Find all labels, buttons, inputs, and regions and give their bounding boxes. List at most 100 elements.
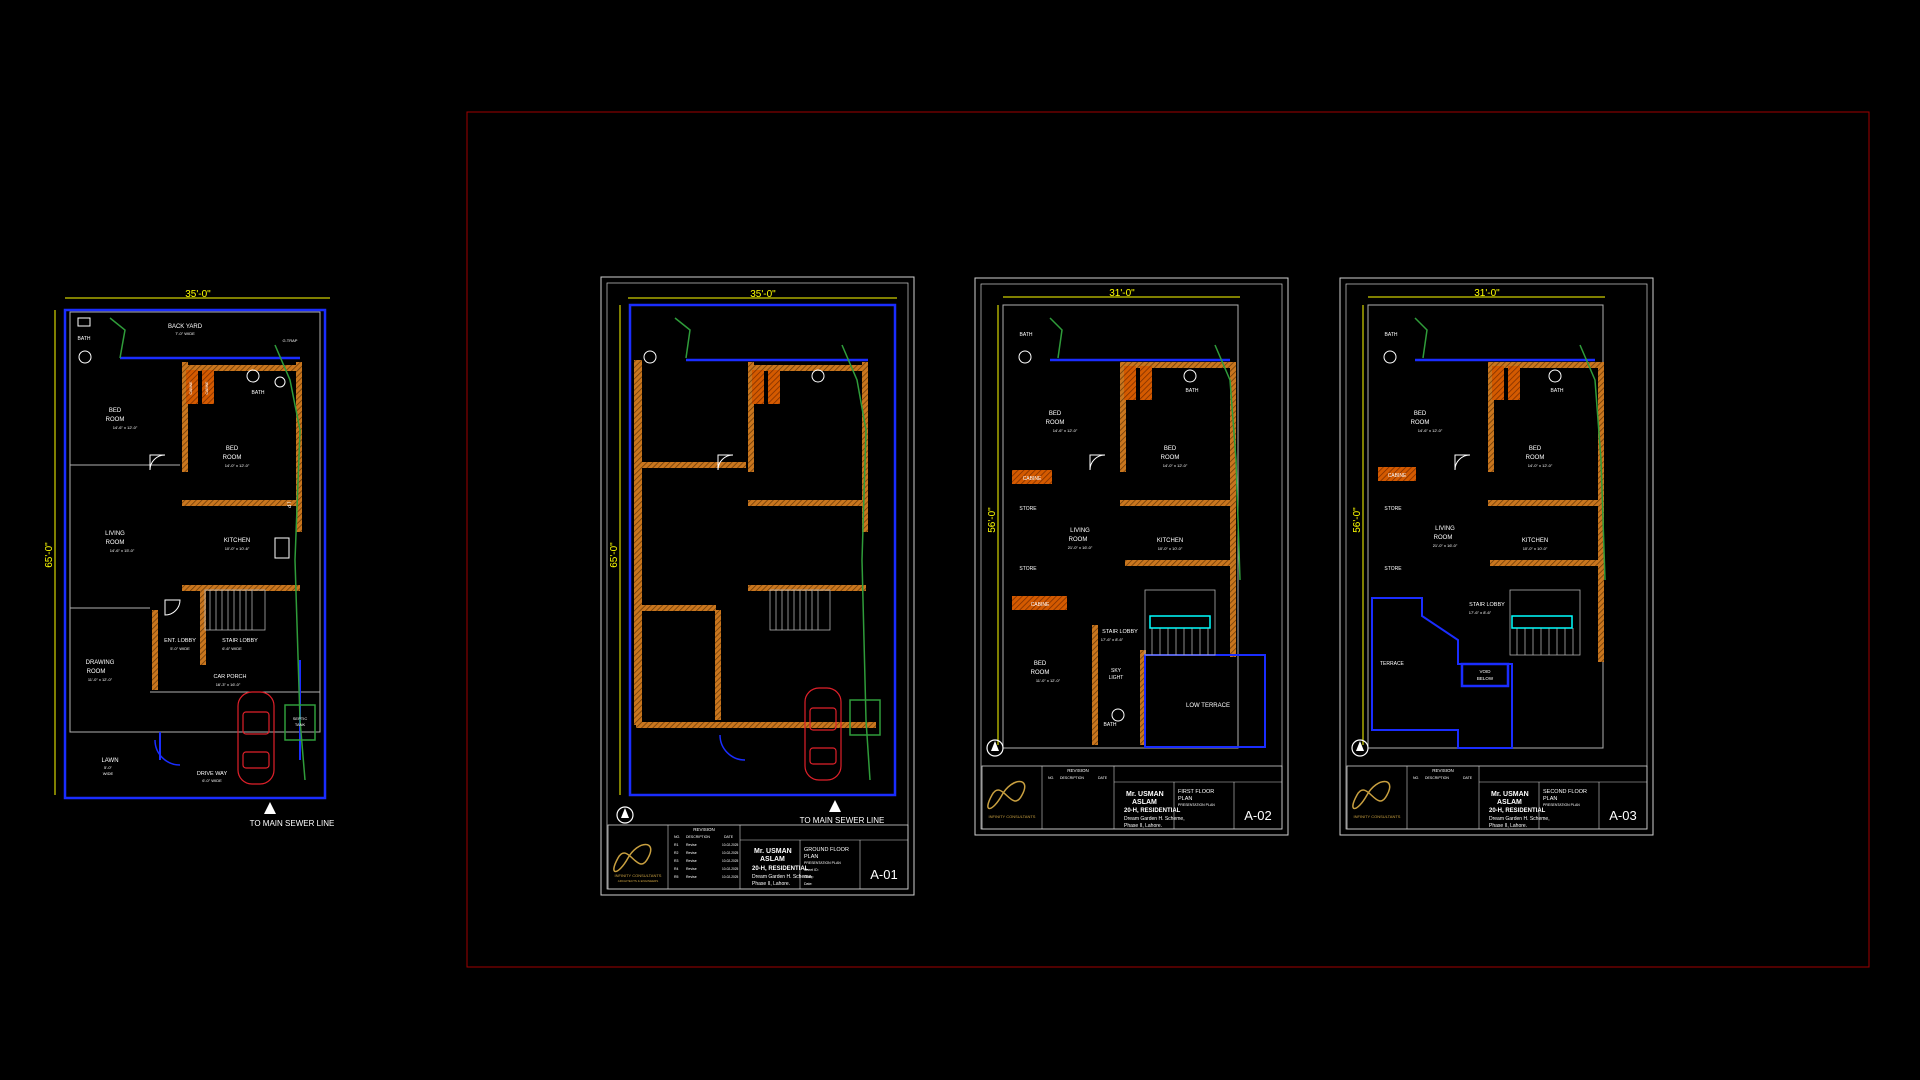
plan-subtitle: PRESENTATION PLAN: [804, 861, 841, 865]
room-label-terrace: TERRACE: [1380, 661, 1405, 667]
firm-name: INFINITY CONSULTANTS: [1354, 814, 1401, 819]
room-label-cabine: CABINE: [205, 381, 209, 395]
cabine-block: [202, 370, 214, 404]
room-label-car-porch: CAR PORCH: [213, 674, 246, 680]
room-label-bath: BATH: [252, 390, 265, 396]
firm-logo: [987, 780, 1026, 810]
door-swing: [1089, 454, 1106, 471]
plumbing-line: [1049, 317, 1241, 581]
wall: [1092, 625, 1098, 745]
kitchen-sink: [274, 537, 290, 559]
plumbing-line: [1414, 317, 1606, 581]
gully-trap-label: G.TRAP: [283, 338, 298, 343]
room-label-living: LIVING: [1070, 528, 1090, 534]
wc-fixture: [77, 317, 91, 327]
room-label-drive-way: DRIVE WAY: [197, 771, 228, 777]
depth-dimension: 65'-0": [609, 542, 620, 568]
revision-row-date: 10-02-2025: [722, 859, 739, 863]
door-swing: [717, 454, 734, 471]
door-swing: [149, 454, 166, 471]
room-size: 7'-0" WIDE: [175, 331, 195, 336]
sheet-a03[interactable]: 31'-0" 56'-0" BED ROOM 14'-6" x 12'-0": [1339, 277, 1654, 836]
plumbing-line: [109, 317, 306, 781]
stair-symbol: [1144, 589, 1216, 656]
wall: [748, 365, 868, 371]
revision-header: DESCRIPTION: [1425, 776, 1449, 780]
wall: [1120, 362, 1235, 368]
room-size: 21'-0" x 16'-0": [1433, 543, 1458, 548]
room-label-kitchen: KITCHEN: [1522, 538, 1548, 544]
north-arrow-icon: [1351, 739, 1369, 757]
wall: [1125, 560, 1235, 566]
revision-row: R2: [674, 851, 679, 855]
wall: [1598, 362, 1604, 662]
wall: [152, 610, 158, 690]
room-label-bed: ROOM: [223, 455, 242, 461]
room-label-sky-light: LIGHT: [1109, 675, 1124, 681]
revision-header: NO.: [1413, 776, 1419, 780]
room-label-kitchen: KITCHEN: [1157, 538, 1183, 544]
room-size: 17'-6" x 8'-6": [1469, 610, 1492, 615]
room-label-store: STORE: [1019, 506, 1037, 512]
room-label-sky-light: SKY: [1111, 668, 1122, 674]
loose-ground-floor-plan[interactable]: 35'-0" 65'-0" SEPTIC TANK: [44, 289, 334, 828]
plot-boundary: [63, 308, 327, 800]
sheet-number: A-02: [1244, 808, 1271, 823]
room-label-bath: BATH: [1104, 722, 1117, 728]
client-name: Mr. USMAN: [1126, 791, 1164, 798]
door-swing: [1454, 454, 1471, 471]
plan-title: PLAN: [1543, 796, 1557, 802]
sewer-arrow-icon: [264, 802, 276, 814]
room-size: 14'-0" x 12'-0": [1163, 463, 1188, 468]
revision-row: R4: [674, 867, 679, 871]
basin-fixture: [246, 369, 260, 383]
revision-title: REVISION: [1432, 768, 1454, 773]
sheet-a02[interactable]: 31'-0" 56'-0" BED ROOM 14'-6: [974, 277, 1289, 836]
plan-title: FIRST FLOOR: [1178, 789, 1214, 795]
revision-row-text: Revise: [686, 843, 697, 847]
sheet-id-label: Sheet ID:: [804, 868, 819, 872]
room-label-store: STORE: [1384, 566, 1402, 572]
wall: [636, 722, 876, 728]
firm-name: INFINITY CONSULTANTS: [615, 873, 662, 878]
room-label-void: BELOW: [1477, 676, 1494, 681]
revision-row-text: Revise: [686, 867, 697, 871]
client-name: ASLAM: [1132, 799, 1157, 806]
plot-boundary: [628, 303, 897, 797]
revision-header: DESCRIPTION: [686, 835, 710, 839]
wall: [748, 362, 754, 472]
sheet-number: A-03: [1609, 808, 1636, 823]
room-label-living: LIVING: [1435, 526, 1455, 532]
north-arrow-icon: [616, 806, 634, 824]
room-label-bed: BED: [1529, 446, 1542, 452]
room-label-cabine: CABINE: [1023, 476, 1042, 482]
wall: [1488, 362, 1603, 368]
cabine-block: [1378, 467, 1416, 481]
wall: [634, 360, 642, 725]
sheet-a01[interactable]: 35'-0" 65'-0": [600, 276, 915, 896]
wall: [182, 500, 300, 506]
revision-title: REVISION: [693, 827, 715, 832]
project-name: 20-H, RESIDENTIAL: [1124, 808, 1181, 814]
septic-tank: [849, 699, 881, 736]
room-label-bed: BED: [109, 408, 122, 414]
depth-dimension: 56'-0": [1352, 507, 1363, 533]
room-label-bed: BED: [1164, 446, 1177, 452]
room-size: 17'-6" x 8'-6": [1101, 637, 1124, 642]
firm-name: INFINITY CONSULTANTS: [989, 814, 1036, 819]
ip-label: I.P: [285, 502, 291, 509]
room-label-bed: BED: [1049, 411, 1062, 417]
revision-row: R3: [674, 859, 679, 863]
room-label-bath: BATH: [1186, 388, 1199, 394]
room-size: 14'-0" x 12'-0": [1528, 463, 1553, 468]
revision-row-text: Revise: [686, 875, 697, 879]
wall: [1140, 650, 1146, 745]
revision-row: R5: [674, 875, 679, 879]
wall: [748, 500, 866, 506]
room-label-stair-lobby: STAIR LOBBY: [222, 638, 258, 644]
north-arrow-pointer: [991, 741, 999, 751]
room-label-store: STORE: [1019, 566, 1037, 572]
client-name: Mr. USMAN: [1491, 791, 1529, 798]
wall: [1490, 560, 1600, 566]
